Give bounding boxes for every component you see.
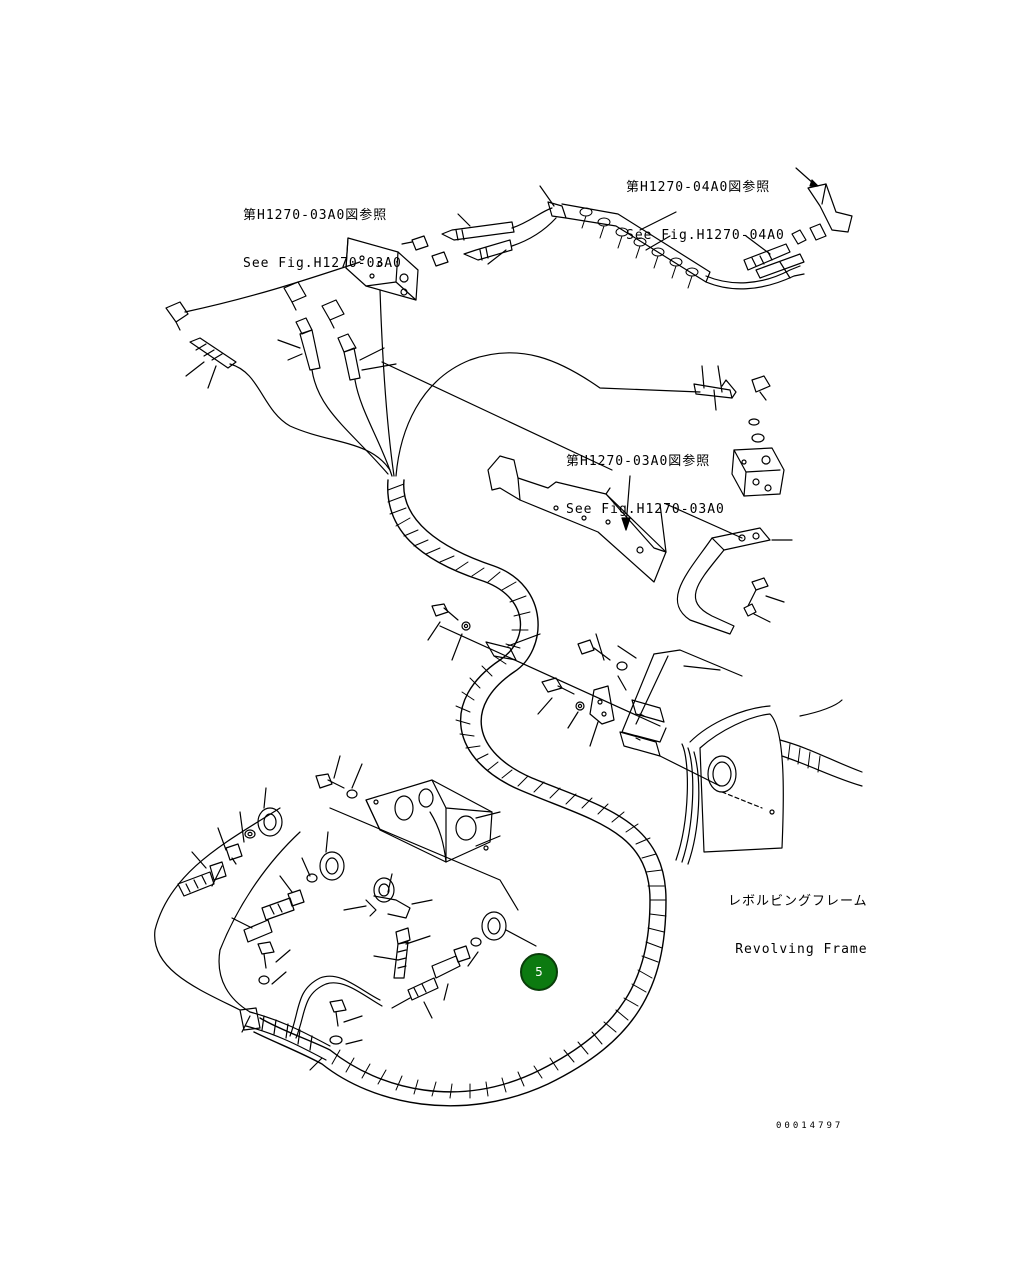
fitting-mid-right bbox=[694, 366, 770, 442]
support-beam bbox=[488, 456, 742, 582]
spiral-hose-loop bbox=[254, 480, 666, 1106]
callout-badge-5[interactable]: 5 bbox=[520, 953, 558, 991]
frame-label-en: Revolving Frame bbox=[735, 942, 868, 957]
spiral-hose-lower-left bbox=[240, 1008, 330, 1060]
elbow-fittings-left bbox=[166, 262, 360, 330]
hose-adapter-right bbox=[744, 224, 826, 278]
reference-label-h1270-04a0: 第H1270-04A0図参照 See Fig.H1270-04A0 bbox=[626, 148, 785, 260]
reference-label-h1270-03a0-top: 第H1270-03A0図参照 See Fig.H1270-03A0 bbox=[243, 176, 402, 288]
frame-clamp-right bbox=[620, 650, 742, 786]
bracket-top-right bbox=[796, 168, 852, 232]
revolving-frame-label: レボルビングフレーム Revolving Frame bbox=[728, 862, 868, 974]
drawing-number: 00014797 bbox=[776, 1121, 844, 1131]
mounting-bracket-right bbox=[677, 528, 792, 634]
bolts-bottom-left bbox=[242, 942, 362, 1070]
fittings-bottom-left bbox=[178, 812, 317, 942]
reference-en: See Fig.H1270-03A0 bbox=[243, 256, 402, 271]
reference-jp: 第H1270-04A0図参照 bbox=[626, 180, 771, 195]
frame-label-jp: レボルビングフレーム bbox=[728, 894, 868, 909]
bolts-washers-middle bbox=[428, 604, 660, 746]
valve-block-bottom bbox=[366, 780, 500, 862]
valve-block-top-left bbox=[346, 238, 418, 300]
reference-jp: 第H1270-03A0図参照 bbox=[566, 454, 711, 469]
valve-block-mid-right bbox=[732, 448, 784, 496]
reference-label-h1270-03a0-mid: 第H1270-03A0図参照 See Fig.H1270-03A0 bbox=[566, 422, 725, 534]
hose-adapters-left bbox=[186, 318, 396, 388]
reference-jp: 第H1270-03A0図参照 bbox=[243, 208, 388, 223]
revolving-frame bbox=[676, 700, 862, 864]
hose-fittings-top bbox=[402, 208, 556, 266]
callout-label: 5 bbox=[535, 965, 543, 979]
pressure-switches-bottom bbox=[258, 788, 536, 946]
thin-hoses-lower-left bbox=[155, 808, 382, 1038]
fittings-bottom-right bbox=[374, 928, 481, 1018]
reference-en: See Fig.H1270-03A0 bbox=[566, 502, 725, 517]
hose-manifold-top bbox=[540, 186, 804, 289]
bolts-bottom-center bbox=[316, 756, 518, 910]
hose-bundle-upper bbox=[230, 290, 700, 476]
reference-en: See Fig.H1270-04A0 bbox=[626, 228, 785, 243]
